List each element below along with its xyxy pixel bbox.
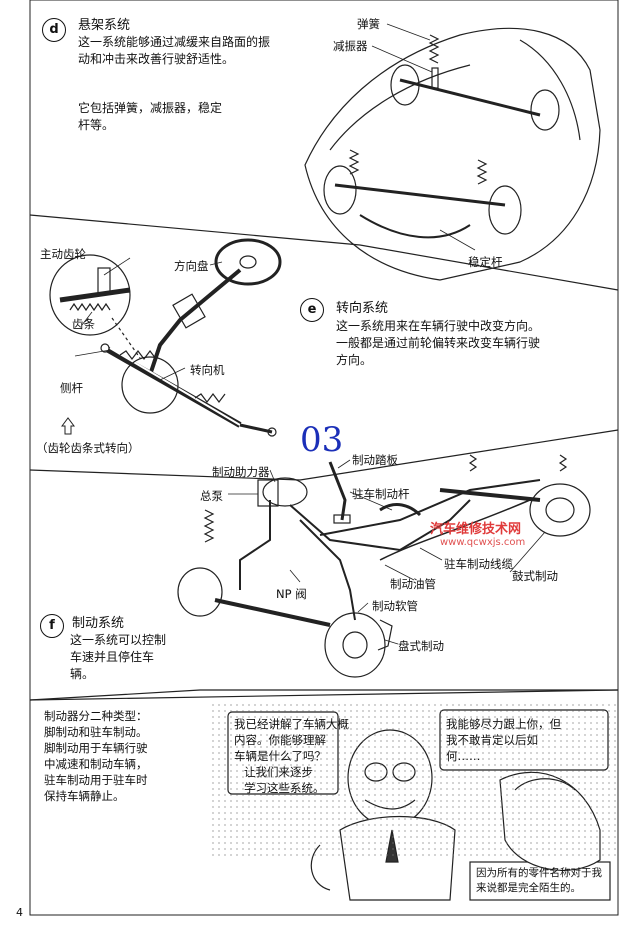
comic-screentone [208,700,618,860]
label-pinion: 主动齿轮 [40,247,86,261]
overlay-number: 03 [300,420,344,460]
brake-types-text: 制动器分二种类型： 脚制动和驻车制动。 脚制动用于车辆行驶 中减速和制动车辆， … [44,709,148,803]
section-letter-d: d [42,18,66,42]
steering-title: 转向系统 [336,301,389,316]
brake-leaders [228,459,546,645]
steering-leaders [74,257,223,381]
suspension-description: 这一系统能够通过减缓来自路面的振 动和冲击来改善行驶舒适性。 [78,35,271,66]
label-np-valve: NP 阀 [276,587,307,601]
suspension-components: 它包括弹簧，减振器，稳定 杆等。 [78,101,223,132]
label-rack: 齿条 [72,317,95,331]
up-arrow-icon [61,417,75,435]
teacher-speech: 我已经讲解了车辆大概 内容。你能够理解 车辆是什么了吗？ [234,717,349,763]
suspension-leaders [371,23,476,251]
label-parking-lever: 驻车制动杆 [352,487,410,501]
label-disc-brake: 盘式制动 [398,639,444,653]
label-spring: 弹簧 [357,17,380,31]
label-brake-hose: 制动软管 [372,599,418,613]
page-frame [29,0,619,916]
label-stabilizer: 稳定杆 [468,255,503,269]
label-parking-cable: 驻车制动线缆 [444,557,513,571]
label-drum-brake: 鼓式制动 [512,569,558,583]
label-steering-wheel: 方向盘 [174,259,209,273]
watermark-text: 汽车维修技术网 [430,522,522,537]
watermark-url: www.qcwxjs.com [440,537,526,548]
suspension-illustration [304,27,601,281]
teacher-speech-2: 让我们来逐步 学习这些系统。 [244,765,325,795]
divider-top [29,214,619,291]
steering-caption: （齿轮齿条式转向） [36,441,140,455]
student-caption: 因为所有的零件名称对于我 来说都是完全陌生的。 [476,867,602,894]
suspension-title: 悬架系统 [78,18,131,33]
section-letter-f: f [40,614,64,638]
brake-description: 这一系统可以控制 车速并且停住车 辆。 [70,633,167,681]
brake-illustration [177,454,591,678]
page-number: 4 [16,906,23,919]
divider-mid [29,429,619,481]
brake-title: 制动系统 [72,616,125,631]
label-brake-booster: 制动助力器 [212,465,270,479]
label-master-cylinder: 总泵 [200,489,223,503]
label-brake-line: 制动油管 [390,577,436,591]
steering-illustration [49,238,282,437]
label-tie-rod: 侧杆 [60,381,83,395]
label-steering-gear: 转向机 [190,363,225,377]
steering-description: 这一系统用来在车辆行驶中改变方向。 一般都是通过前轮偏转来改变车辆行驶 方向。 [336,319,541,367]
student-speech: 我能够尽力跟上你，但 我不敢肯定以后如 何…… [446,717,561,763]
label-brake-pedal: 制动踏板 [352,453,398,467]
section-letter-e: e [300,298,324,322]
label-shock-absorber: 减振器 [333,39,368,53]
